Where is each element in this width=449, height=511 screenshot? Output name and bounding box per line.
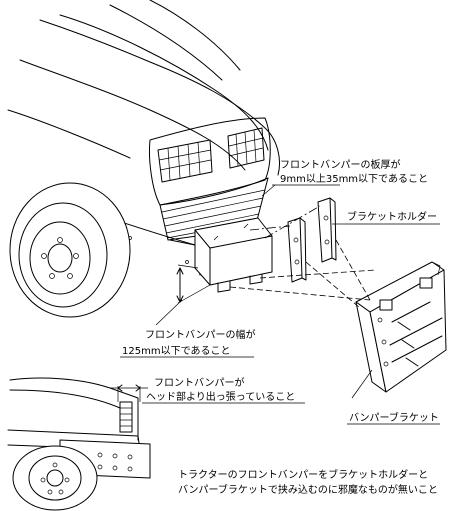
width-label-line2: 125mm以下であること <box>122 345 230 357</box>
bumper-bracket-label: バンパーブラケット <box>349 411 439 424</box>
bracket-holder-label: ブラケットホルダー <box>347 210 437 223</box>
bracket-leader <box>351 369 373 399</box>
front-wheel <box>9 182 131 318</box>
headlight-left <box>157 139 213 183</box>
thickness-leader <box>261 184 276 197</box>
bumper-bracket-part <box>355 261 447 393</box>
front-bumper <box>194 217 273 293</box>
bracket-holder-parts <box>287 197 337 283</box>
protrude-label-line2: ヘッド部より出っ張っていること <box>146 390 295 403</box>
headlight-right <box>227 127 265 169</box>
note-line1: トラクターのフロントバンパーをブラケットホルダーと <box>178 468 428 481</box>
bumper-width-dimension <box>155 264 211 326</box>
thickness-label-line1: フロントバンパーの板厚が <box>280 158 401 171</box>
side-view-tractor <box>7 377 151 511</box>
thickness-label-line2: 9mm以上35mm以下であること <box>280 173 428 185</box>
protrude-label-line1: フロントバンパーが <box>154 376 245 389</box>
width-label-line1: フロントバンパーの幅が <box>145 328 256 341</box>
note-line2: バンパーブラケットで挟み込むのに邪魔なものが無いこと <box>178 483 438 496</box>
assembly-lines <box>229 205 376 309</box>
tractor-hood <box>7 0 280 206</box>
